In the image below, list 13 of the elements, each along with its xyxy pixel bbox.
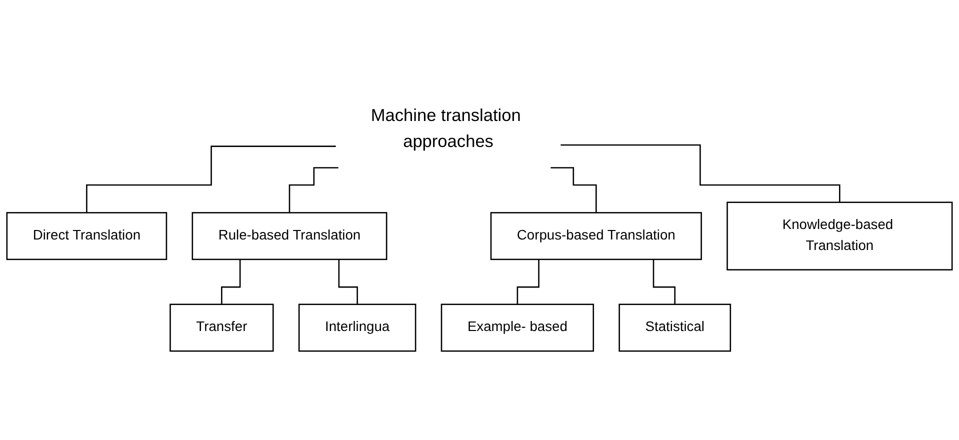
node-box: Statistical [618,303,732,352]
node-box: Knowledge-based Translation [726,201,953,270]
node-box: Rule-based Translation [192,212,388,260]
node-text: Machine translation approaches [370,106,521,151]
node-box: Direct Translation [6,212,168,260]
connector [288,166,338,213]
connector [550,166,597,213]
node-box: Transfer [170,303,274,352]
node-box: Corpus-based Translation [490,212,702,260]
connector [86,145,336,213]
connector [560,144,840,202]
node-box: Interlingua [298,303,416,352]
node-box: Example- based [440,303,594,352]
